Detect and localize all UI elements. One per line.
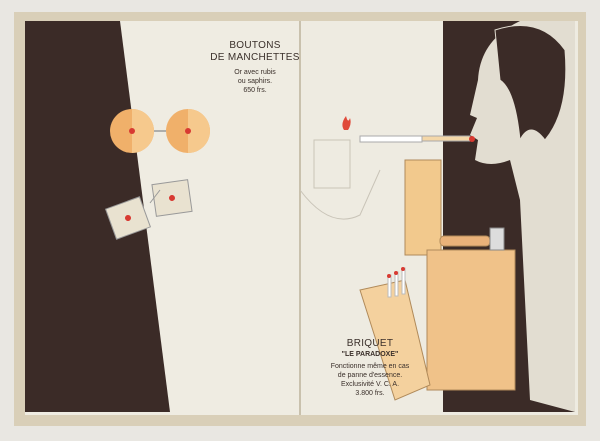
caption-title: BOUTONS	[229, 40, 281, 51]
hand-sketch	[299, 139, 381, 220]
left-dark-panel	[25, 21, 170, 412]
caption-price: 3.800 frs.	[355, 390, 385, 397]
cigarette-holder	[359, 135, 423, 143]
cufflinks	[104, 109, 210, 240]
caption-desc: ou saphirs.	[237, 78, 273, 85]
caption-title: DE MANCHETTES	[210, 52, 300, 63]
lighter	[359, 159, 516, 401]
flame-icon	[342, 116, 351, 130]
caption-title: BRIQUET	[346, 338, 394, 349]
caption-desc: Exclusivité V. C. A.	[340, 381, 400, 388]
caption-desc: Or avec rubis	[234, 69, 276, 76]
caption-price: 650 frs.	[243, 87, 267, 94]
caption-subtitle: "LE PARADOXE"	[341, 351, 399, 358]
caption-desc: Fonctionne même en cas	[330, 363, 410, 370]
cufflinks-caption: BOUTONS DE MANCHETTES Or avec rubis ou s…	[205, 40, 305, 95]
caption-desc: de panne d'essence.	[337, 372, 403, 379]
woman-profile	[469, 21, 575, 412]
lighter-caption: BRIQUET "LE PARADOXE" Fonctionne même en…	[320, 338, 420, 398]
cigarette	[421, 135, 471, 142]
